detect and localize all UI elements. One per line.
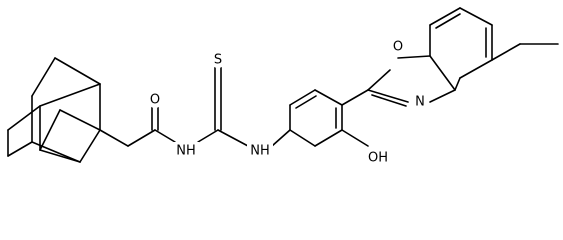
hydroxyphenyl-ring: [271, 89, 369, 147]
atom-label-thiourea-nitrogen: NH: [247, 142, 273, 159]
amide-nh-label: NH: [176, 144, 196, 159]
atom-label-oxazole-nitrogen: N: [412, 94, 428, 110]
hydroxyl-label: OH: [368, 151, 388, 166]
atom-label-amide-nitrogen: NH: [173, 142, 199, 159]
oxazole-oxygen-label: O: [393, 40, 403, 55]
atom-label-thio-sulfur: S: [210, 52, 226, 68]
thiourea-group: [197, 65, 249, 147]
thiourea-nh-label: NH: [250, 144, 270, 159]
amide-oxygen-label: O: [150, 93, 160, 108]
methylbenzoxazole-group: [367, 7, 559, 107]
chemical-structure-diagram: O NH S NH O N OH: [7, 7, 559, 167]
thio-sulfur-label: S: [214, 53, 222, 68]
atom-label-amide-oxygen: O: [147, 92, 163, 108]
atom-label-oxazole-oxygen: O: [390, 39, 406, 55]
oxazole-nitrogen-label: N: [415, 95, 425, 110]
acetamide-linker: [99, 105, 176, 147]
adamantane-group: [7, 57, 101, 163]
atom-label-hydroxyl: OH: [364, 150, 392, 167]
